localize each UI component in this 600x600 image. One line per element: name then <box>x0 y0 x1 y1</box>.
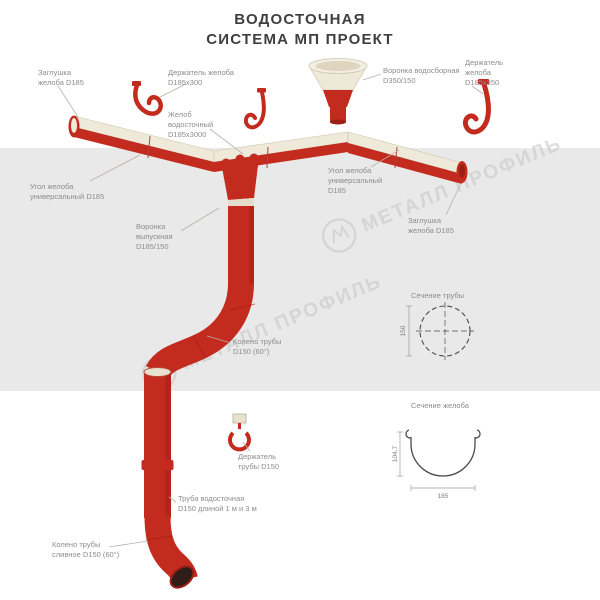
label-pipe-elbow: Колено трубы D150 (60°) <box>233 337 282 356</box>
label-collector-funnel: Воронка водосборная D350/150 <box>383 66 460 85</box>
gutter-right-run <box>347 131 468 184</box>
label-outlet-funnel: Воронка выпускная D185/150 <box>136 222 173 251</box>
mp-logo-icon <box>332 223 350 244</box>
label-corner-right: Угол желоба универсальный D185 <box>328 166 383 195</box>
collector-funnel-part <box>308 58 368 125</box>
label-gutter-holder-350: Держатель желоба D185х350 <box>465 58 504 87</box>
leader-lines <box>57 73 484 548</box>
label-gutter: Желоб водосточный D185х3000 <box>168 110 214 139</box>
pipe-section-diagram: 150 <box>400 302 474 360</box>
downpipe-part <box>141 367 174 518</box>
gutter-hook-300 <box>132 81 163 116</box>
gutter-left-run <box>68 115 215 172</box>
label-drain-elbow: Колено трубы сливное D150 (60°) <box>52 540 120 559</box>
label-gutter-section: Сечение желоба <box>411 401 469 410</box>
label-gutter-holder-300: Держатель желоба D185х300 <box>168 68 234 87</box>
label-corner-left: Угол желоба универсальный D185 <box>30 182 105 201</box>
label-pipe-section: Сечение трубы <box>411 291 465 300</box>
gutter-hook-mid <box>243 88 266 130</box>
label-pipe-holder: Держатель трубы D150 <box>238 452 280 471</box>
gutter-hook-350 <box>462 79 491 135</box>
dimension-gutter-width: 185 <box>438 493 449 500</box>
outlet-funnel-part <box>221 153 259 285</box>
pipe-elbow-part <box>145 282 256 380</box>
label-cap-left: Заглушка желоба D185 <box>38 68 84 87</box>
label-downpipe: Труба водосточная D150 длиной 1 м и 3 м <box>178 494 257 513</box>
gutter-section-diagram: 185 104,7 <box>392 429 481 500</box>
label-cap-right: Заглушка желоба D185 <box>408 216 454 235</box>
drain-elbow-part <box>144 515 198 589</box>
page-title: ВОДОСТОЧНАЯ СИСТЕМА МП ПРОЕКТ <box>206 11 394 49</box>
pipe-holder-part <box>228 413 251 452</box>
dimension-gutter-depth: 104,7 <box>392 445 399 462</box>
dimension-pipe-diameter: 150 <box>400 325 407 336</box>
background-band <box>0 148 600 391</box>
